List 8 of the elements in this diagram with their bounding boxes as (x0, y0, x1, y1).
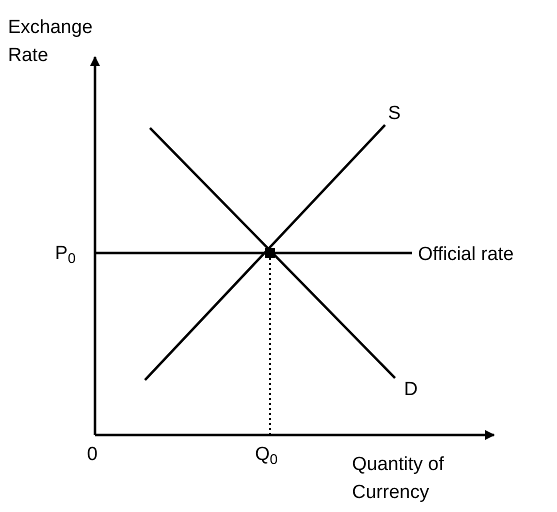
curve-label: S (388, 102, 401, 126)
axis-value-label: Q$_{0}$ (255, 443, 278, 469)
line-label: Official rate (418, 243, 514, 267)
curve-label: D (404, 378, 418, 402)
origin-label: 0 (87, 443, 98, 467)
axis-title: Exchange Rate (8, 16, 94, 68)
axis-title: Quantity of Currency (352, 453, 445, 505)
axis-value-label: P$_{0}$ (55, 242, 76, 268)
